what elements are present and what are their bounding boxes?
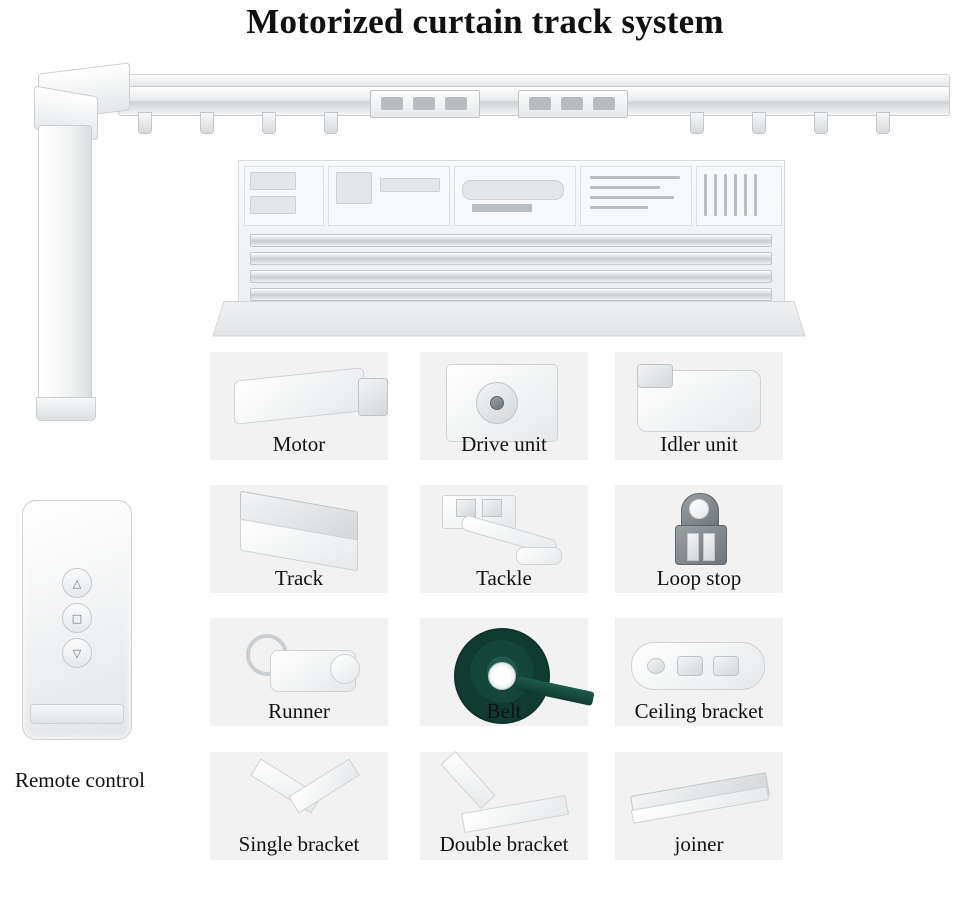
rail-master-carrier: [370, 90, 480, 118]
tackle-foot: [516, 547, 562, 565]
remote-up-button[interactable]: △: [62, 568, 92, 598]
remote-bottom-strip: [30, 704, 124, 724]
rail-runner-hook: [262, 112, 276, 134]
part-label-motor: Motor: [272, 432, 326, 456]
part-label-joiner: joiner: [674, 832, 724, 856]
part-plate-double-bracket: [420, 751, 588, 860]
tray-part: [462, 180, 564, 200]
motor-housing-foot: [36, 397, 96, 421]
part-label-drive-unit: Drive unit: [461, 432, 547, 456]
parts-tray-photo: [210, 160, 810, 345]
part-plate-motor: [210, 352, 388, 460]
remote-control-photo: △ □ ▽: [22, 500, 132, 740]
rail-runner-hook: [690, 112, 704, 134]
part-plate-runner: [210, 618, 388, 726]
rail-master-carrier: [518, 90, 628, 118]
tray-track-piece: [250, 234, 772, 247]
part-label-single-bracket: Single bracket: [238, 832, 360, 856]
tray-track-piece: [250, 288, 772, 301]
part-label-idler-unit: Idler unit: [660, 432, 738, 456]
part-plate-loop-stop: [615, 485, 783, 593]
part-plate-tackle: [420, 485, 588, 593]
rail-runner-hook: [814, 112, 828, 134]
part-plate-belt: [420, 618, 595, 726]
tray-track-piece: [250, 252, 772, 265]
drive-unit-shaft: [490, 396, 504, 410]
tray-cell: [696, 166, 782, 226]
double-bracket-arm: [440, 751, 496, 809]
part-label-loop-stop: Loop stop: [656, 566, 742, 590]
page-title: Motorized curtain track system: [246, 2, 724, 41]
tackle-screw: [482, 499, 502, 517]
part-plate-drive-unit: [420, 352, 588, 460]
idler-unit-tab: [637, 364, 673, 388]
tackle-screw: [456, 499, 476, 517]
belt-coil: [454, 628, 550, 724]
part-label-runner: Runner: [268, 699, 330, 723]
part-plate-joiner: [615, 752, 783, 860]
rail-runner-hook: [200, 112, 214, 134]
belt-hub: [488, 662, 516, 690]
ceiling-bracket-slot: [677, 656, 703, 676]
rail-runner-hook: [138, 112, 152, 134]
loop-stop-slot: [687, 533, 699, 561]
runner-wheel: [330, 654, 360, 684]
part-plate-track: [210, 485, 388, 593]
rail-runner-hook: [876, 112, 890, 134]
down-triangle-icon: ▽: [72, 646, 82, 660]
motor-gearbox: [358, 378, 388, 416]
remote-down-button[interactable]: ▽: [62, 638, 92, 668]
tray-front-edge: [212, 301, 806, 337]
remote-stop-button[interactable]: □: [62, 603, 92, 633]
stop-square-icon: □: [71, 611, 83, 625]
up-triangle-icon: △: [72, 576, 82, 590]
part-label-tackle: Tackle: [476, 566, 532, 590]
part-plate-ceiling-bracket: [615, 618, 783, 726]
ceiling-bracket-hole: [647, 658, 665, 674]
motor-housing-body: [38, 125, 92, 417]
tray-part: [250, 196, 296, 214]
part-label-track: Track: [274, 566, 324, 590]
tray-part: [250, 172, 296, 190]
tray-part: [336, 172, 372, 204]
part-label-double-bracket: Double bracket: [439, 832, 569, 856]
part-plate-idler-unit: [615, 352, 783, 460]
loop-stop-body: [675, 525, 727, 565]
remote-control-label: Remote control: [14, 768, 146, 792]
ceiling-bracket-slot: [713, 656, 739, 676]
part-label-ceiling-bracket: Ceiling bracket: [634, 699, 764, 723]
part-label-belt: Belt: [486, 699, 522, 723]
tray-track-piece: [250, 270, 772, 283]
loop-stop-slot: [703, 533, 715, 561]
rail-runner-hook: [752, 112, 766, 134]
loop-stop-hole: [689, 499, 709, 519]
rail-runner-hook: [324, 112, 338, 134]
motor-body: [234, 367, 364, 425]
tray-part: [380, 178, 440, 192]
part-plate-single-bracket: [210, 752, 388, 860]
motorized-curtain-rail-photo: [18, 60, 953, 134]
rail-motor-housing: [30, 85, 108, 425]
